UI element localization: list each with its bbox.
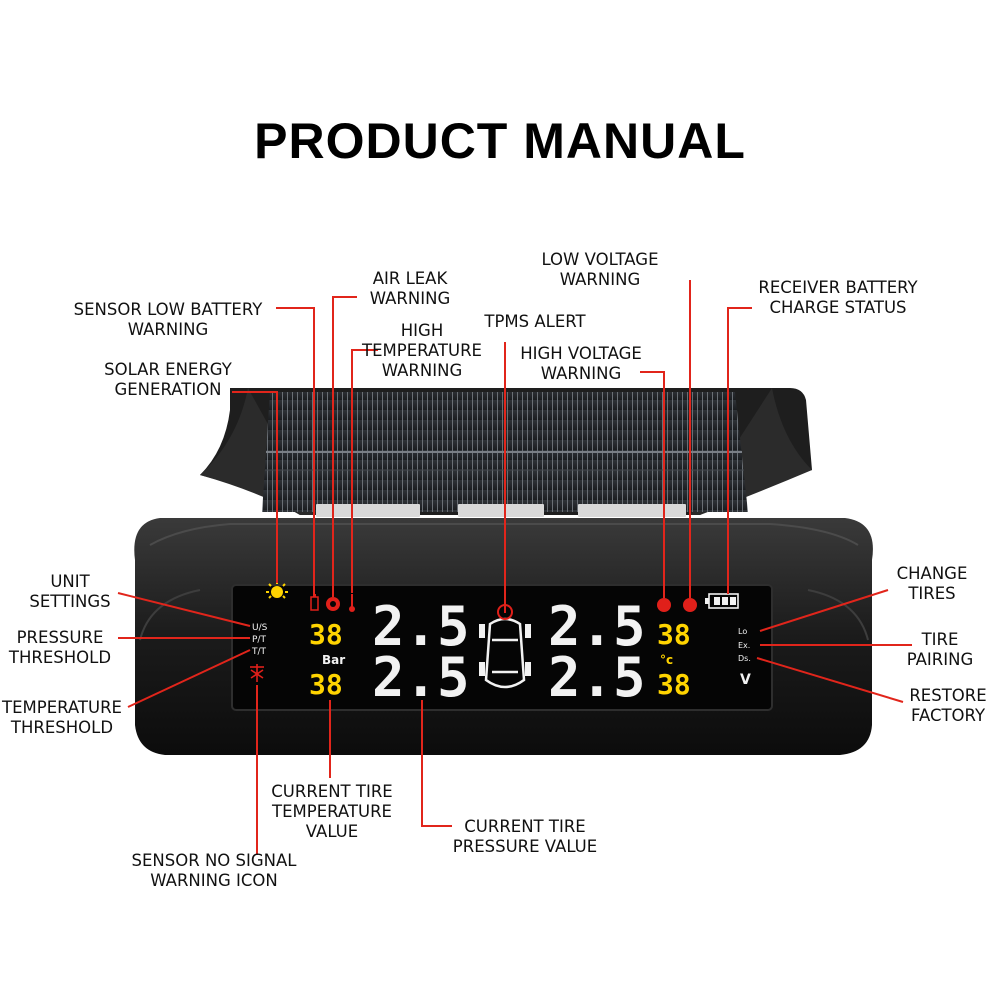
- car-icon: [479, 617, 531, 689]
- sensor-low-battery-icon: [310, 594, 319, 611]
- no-signal-icon: [250, 664, 264, 682]
- pressure-unit-label: Bar: [322, 653, 345, 667]
- low-voltage-icon: [683, 598, 697, 612]
- air-leak-icon: [326, 597, 340, 611]
- voltage-unit-label: V: [740, 672, 751, 688]
- mode-restore-factory: Ds.: [738, 654, 751, 663]
- pressure-rear-right: 2.5: [548, 646, 646, 709]
- mode-change-tires: Lo: [738, 627, 747, 636]
- mode-temperature-threshold: T/T: [251, 647, 267, 657]
- leader-receiver-battery: [727, 307, 752, 594]
- pressure-front-right: 2.5: [548, 595, 646, 658]
- pressure-front-left: 2.5: [372, 595, 470, 658]
- leader-high-voltage: [640, 371, 665, 598]
- leader-solar: [232, 391, 278, 583]
- temperature-unit-label: °c: [660, 653, 673, 667]
- temp-front-right: 38: [657, 618, 691, 651]
- leader-temperature: [127, 649, 251, 708]
- temp-rear-left: 38: [309, 668, 343, 701]
- lcd-screen: [231, 584, 773, 711]
- leader-sensor-low-battery: [276, 307, 315, 595]
- mode-unit-settings: U/S: [252, 623, 268, 633]
- callout-tpms-alert: TPMS ALERT: [484, 312, 586, 331]
- mode-tire-pairing: Ex.: [738, 641, 750, 650]
- sun-icon: [266, 581, 288, 599]
- receiver-battery-icon: [705, 593, 739, 609]
- leader-change-tires: [759, 589, 889, 632]
- page-title: PRODUCT MANUAL: [254, 113, 746, 169]
- mode-pressure-threshold: P/T: [252, 635, 266, 645]
- leader-unit: [117, 592, 251, 627]
- leader-high-temperature: [351, 349, 378, 593]
- leader-restore-factory: [756, 657, 904, 703]
- high-temperature-icon: [349, 594, 355, 612]
- temp-front-left: 38: [309, 618, 343, 651]
- high-voltage-icon: [657, 598, 671, 612]
- temp-rear-right: 38: [657, 668, 691, 701]
- leader-lines: [117, 280, 912, 855]
- leader-current-pressure: [421, 700, 452, 827]
- leader-air-leak: [332, 296, 357, 597]
- pressure-rear-left: 2.5: [372, 646, 470, 709]
